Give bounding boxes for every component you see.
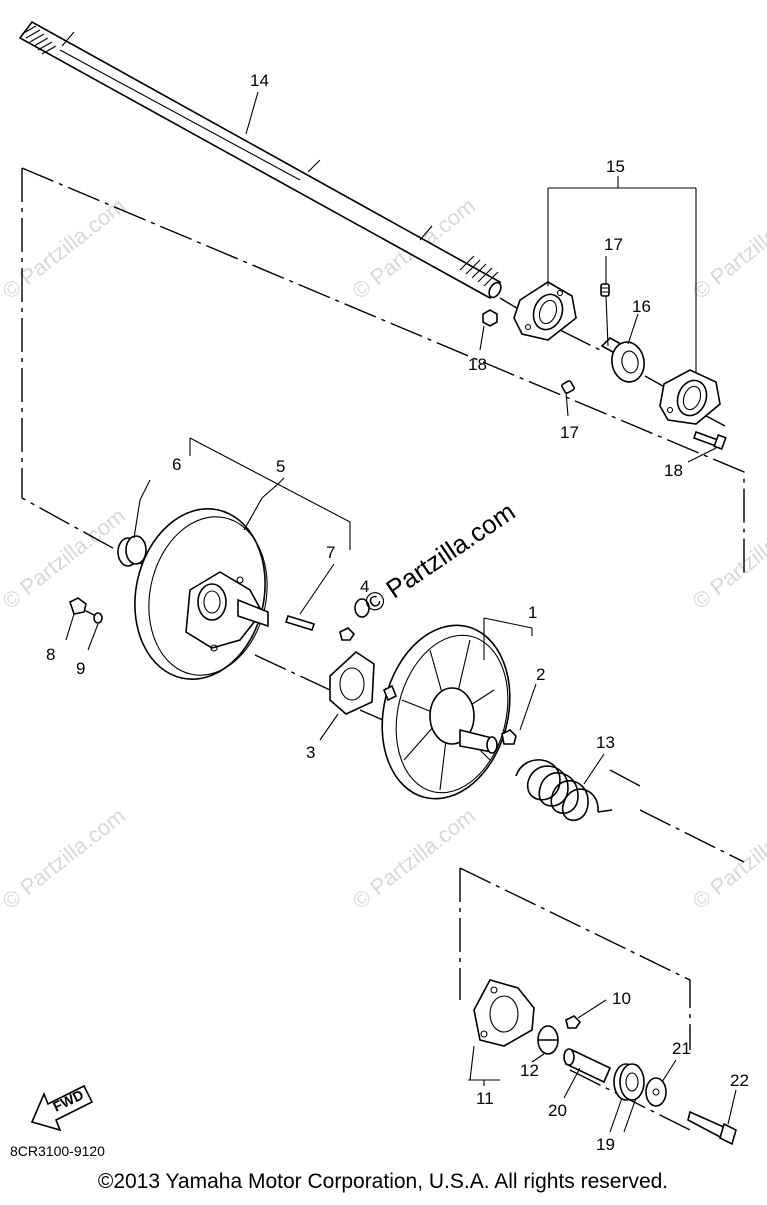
callout-14: 14 xyxy=(250,71,269,90)
callout-18: 18 xyxy=(664,461,683,480)
callout-4: 4 xyxy=(360,577,369,596)
fixed-sheave-part xyxy=(134,508,269,680)
callout-12: 12 xyxy=(520,1061,539,1080)
callout-8: 8 xyxy=(46,645,55,664)
callout-13: 13 xyxy=(596,733,615,752)
bearing-part xyxy=(600,337,645,383)
bolt-part xyxy=(687,1110,737,1146)
leader-lines xyxy=(65,91,737,1133)
callout-layer: 14 15 17 16 18 17 18 6 5 7 4 1 2 8 9 3 1… xyxy=(46,71,749,1154)
watermark: © Partzilla.com xyxy=(0,503,130,614)
roller-part xyxy=(613,1063,645,1101)
watermark-layer: © Partzilla.com © Partzilla.com © Partzi… xyxy=(0,193,767,914)
bolt-part xyxy=(501,729,517,745)
gasket-bore xyxy=(339,667,365,701)
bearing-housing-part xyxy=(659,369,721,425)
callout-16: 16 xyxy=(632,297,651,316)
callout-23: 22 xyxy=(730,1071,749,1090)
fwd-arrow-icon: FWD xyxy=(30,1084,94,1132)
bolt-part xyxy=(339,627,356,641)
callout-7: 7 xyxy=(326,543,335,562)
callout-11: 11 xyxy=(476,1089,494,1108)
torque-cam-part xyxy=(473,979,535,1047)
callout-21: 20 xyxy=(548,1101,567,1120)
collar-part xyxy=(537,1025,559,1055)
callout-10: 10 xyxy=(612,989,631,1008)
bolt-part xyxy=(69,597,103,624)
callout-19: 18 xyxy=(468,355,487,374)
callout-9: 9 xyxy=(76,659,85,678)
callout-17-top: 17 xyxy=(604,235,623,254)
collar-part xyxy=(117,535,147,567)
callout-3: 3 xyxy=(306,743,315,762)
bearing-housing-part xyxy=(513,281,577,341)
stud-part xyxy=(284,615,316,631)
screw-part xyxy=(565,1015,582,1029)
watermark: © Partzilla.com xyxy=(0,193,130,304)
spring-part xyxy=(515,759,613,822)
watermark: © Partzilla.com xyxy=(0,803,130,914)
callout-6: 6 xyxy=(172,455,181,474)
diagram-code: 8CR3100-9120 xyxy=(10,1143,105,1159)
callout-1: 1 xyxy=(528,603,537,622)
watermark-main: © Partzilla.com xyxy=(359,496,521,619)
callout-2: 2 xyxy=(536,665,545,684)
bushing-part xyxy=(563,1048,612,1084)
callout-20: 19 xyxy=(596,1135,615,1154)
watermark: © Partzilla.com xyxy=(688,803,767,914)
watermark: © Partzilla.com xyxy=(688,503,767,614)
shaft-part xyxy=(18,20,502,300)
callout-5: 5 xyxy=(276,457,285,476)
callout-17-bottom: 17 xyxy=(560,423,579,442)
bolt-part xyxy=(692,430,727,451)
watermark: © Partzilla.com xyxy=(688,193,767,304)
nut-part xyxy=(482,309,498,327)
gasket-part xyxy=(329,650,375,715)
movable-sheave-part xyxy=(381,624,511,800)
set-screw-part xyxy=(561,283,610,394)
callout-22: 21 xyxy=(672,1039,691,1058)
copyright-text: ©2013 Yamaha Motor Corporation, U.S.A. A… xyxy=(98,1170,668,1193)
washer-part xyxy=(354,598,370,618)
callout-15: 15 xyxy=(606,157,625,176)
washer-part xyxy=(645,1077,667,1107)
